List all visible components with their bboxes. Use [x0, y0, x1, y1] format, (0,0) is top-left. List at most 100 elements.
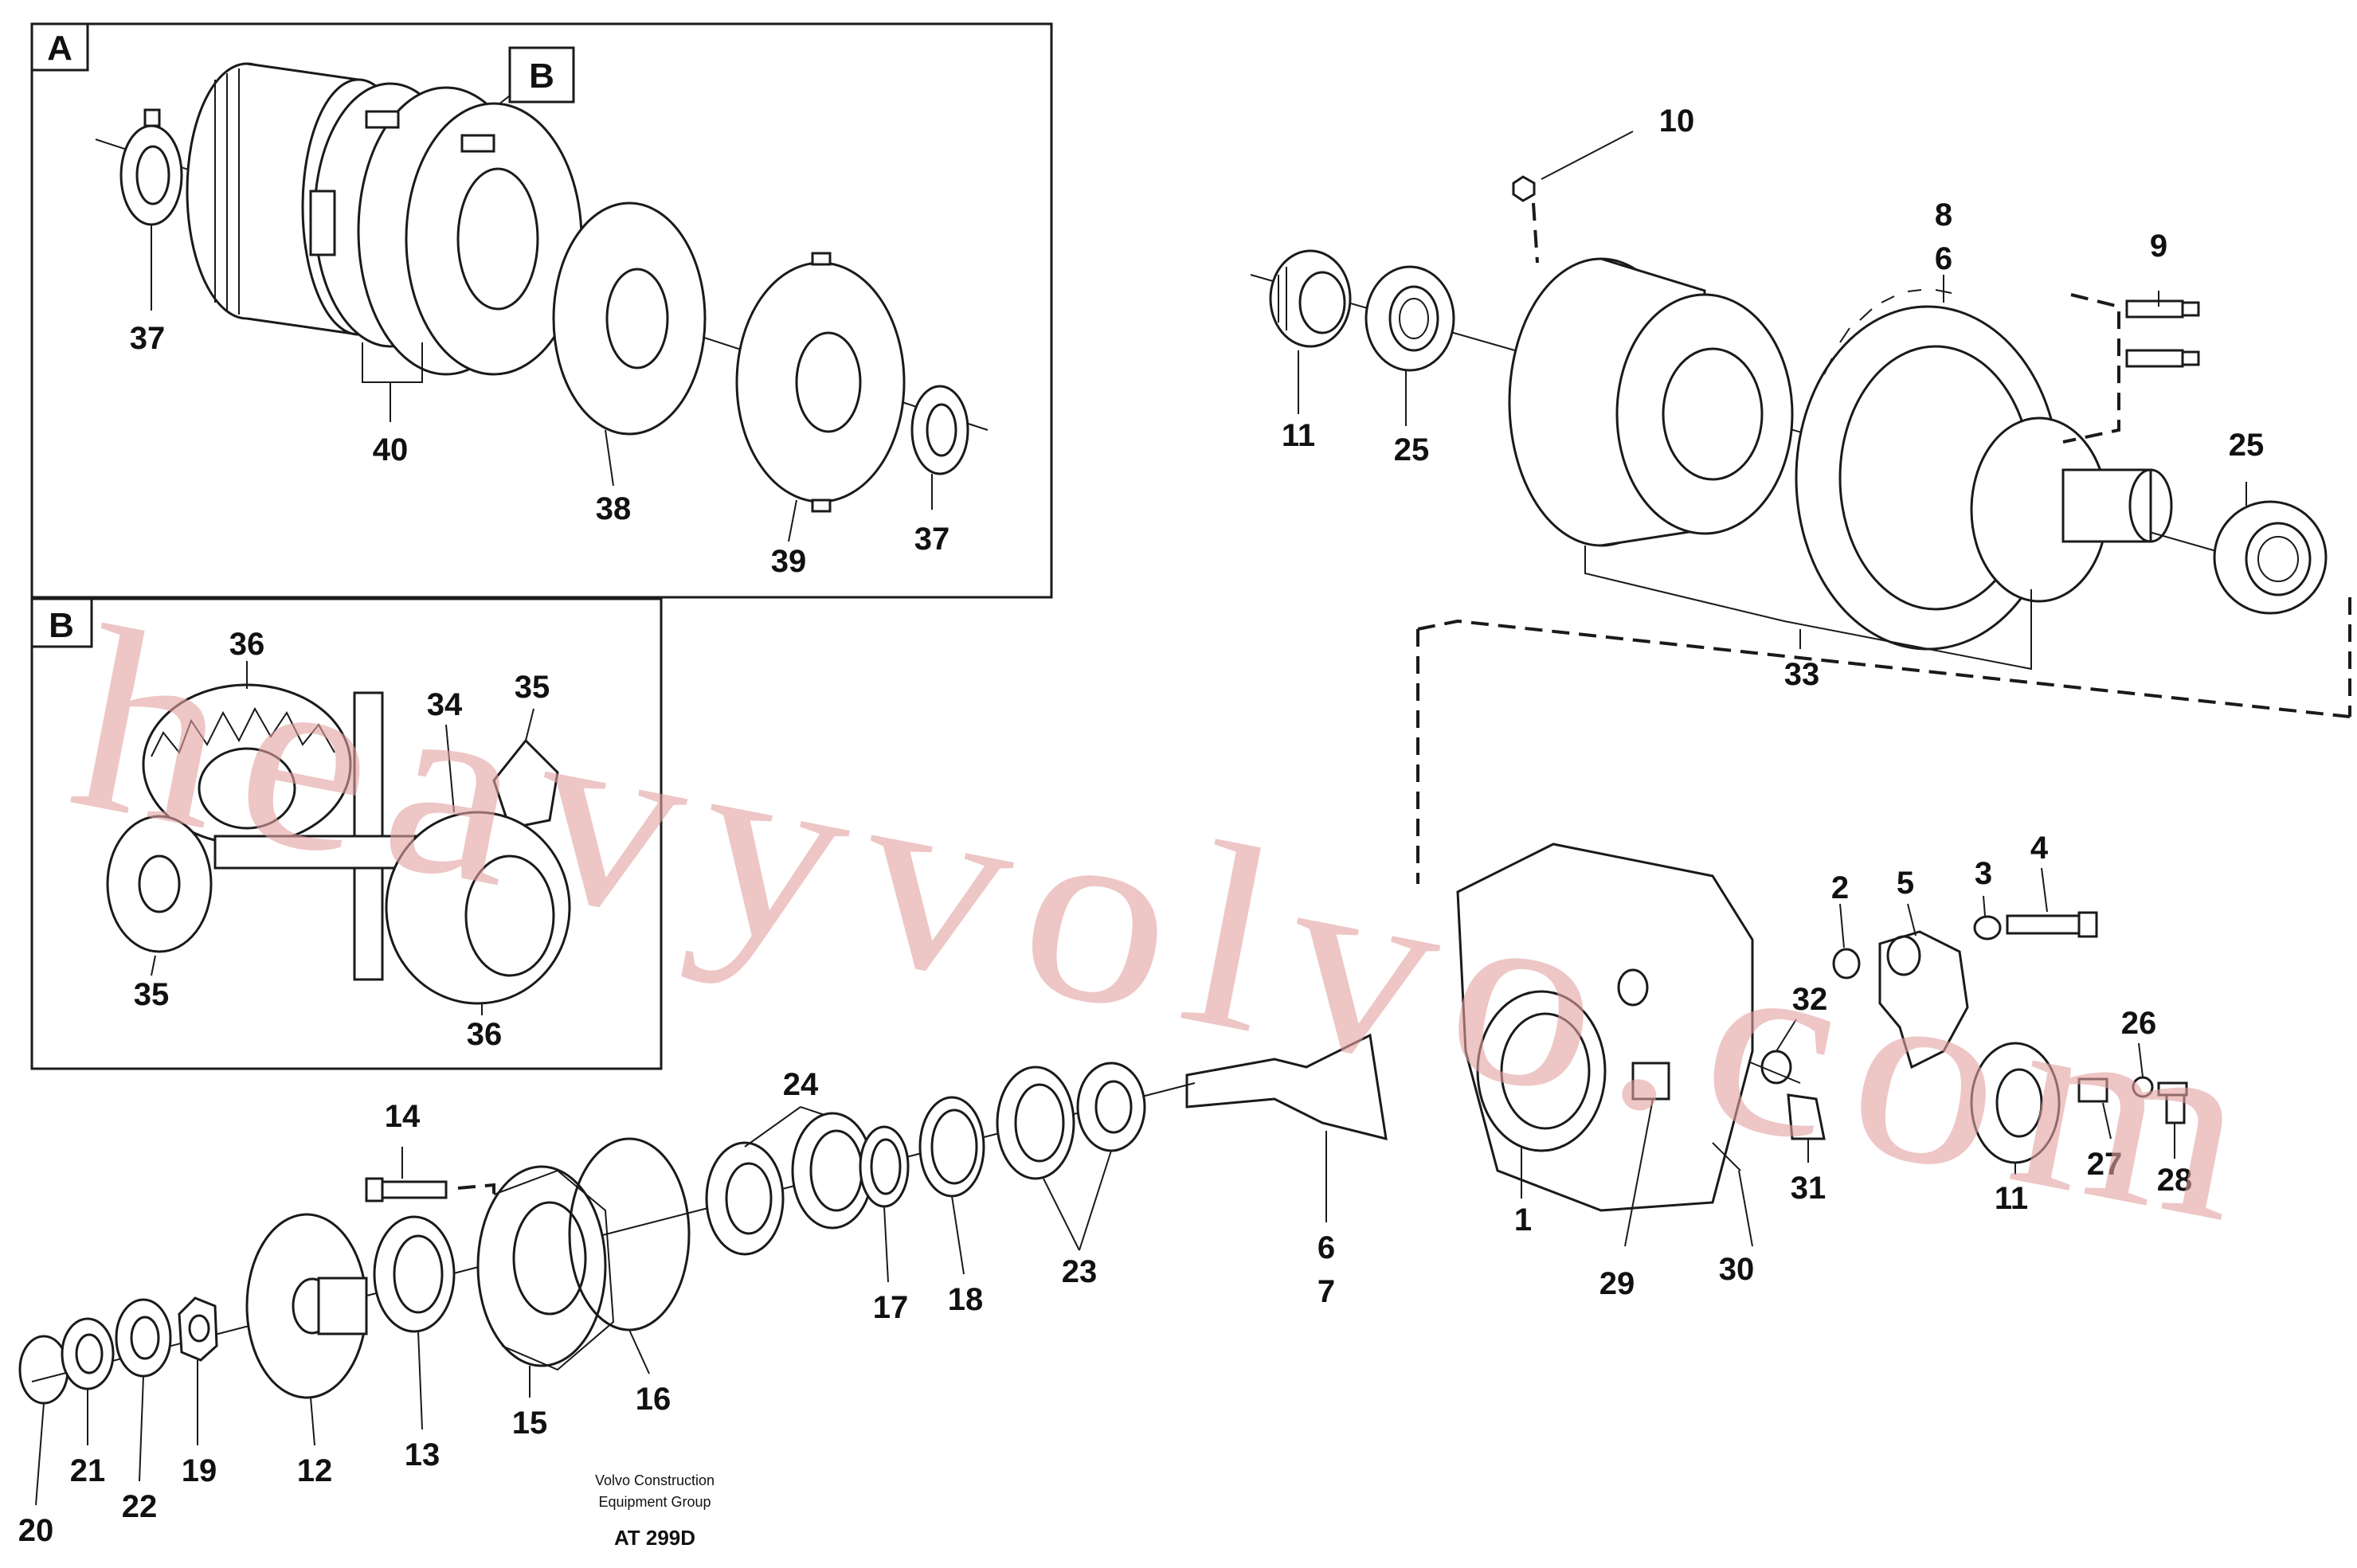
- bolt-4: [2006, 911, 2098, 938]
- label-1: 1: [1514, 1202, 1532, 1238]
- leader-12: [310, 1397, 315, 1446]
- label-13: 13: [405, 1437, 440, 1472]
- pinion-shaft-stack: 14 24 23 17 18 16 15 13 12 19 21 22 20: [18, 1062, 1196, 1548]
- leader-24b: [800, 1106, 825, 1116]
- pinion-housing-15: [476, 1165, 615, 1371]
- seal-13: [373, 1215, 456, 1333]
- nut-11-top: [1269, 249, 1352, 348]
- label-39: 39: [771, 544, 807, 579]
- leader-3: [1983, 895, 1986, 917]
- label-9: 9: [2150, 229, 2167, 264]
- label-5: 5: [1897, 866, 1914, 901]
- lock-plate-21: [61, 1317, 115, 1390]
- footer-line2: Equipment Group: [598, 1494, 711, 1510]
- leader-35b: [151, 955, 156, 976]
- inset-b-letter-box: [30, 597, 93, 648]
- circlip-20: [18, 1335, 69, 1405]
- bearing-cup-23: [996, 1066, 1075, 1180]
- thrust-washer-37-right: [910, 385, 969, 475]
- bearing-cone-23: [1076, 1062, 1146, 1152]
- lock-washer-22: [115, 1298, 172, 1378]
- shim-18: [918, 1096, 985, 1198]
- dashed-top: [1417, 619, 2351, 718]
- label-37a: 37: [130, 321, 166, 356]
- bolt-14: [365, 1177, 448, 1202]
- inset-a-callout-letter: B: [529, 57, 554, 96]
- label-40: 40: [373, 432, 409, 467]
- label-2: 2: [1831, 870, 1849, 905]
- pinion-6: [1185, 1033, 1388, 1141]
- inset-a: A B: [30, 22, 1053, 599]
- label-25a: 25: [1394, 432, 1430, 467]
- leader-32: [1776, 1019, 1797, 1052]
- leader-27: [2102, 1102, 2112, 1140]
- label-11a: 11: [1282, 418, 1315, 453]
- inset-a-letter-box: [30, 22, 89, 72]
- label-15: 15: [512, 1406, 548, 1441]
- inset-a-letter: A: [47, 29, 72, 68]
- footer-code: AT 299D: [614, 1526, 695, 1550]
- label-26: 26: [2121, 1006, 2157, 1041]
- label-32: 32: [1792, 982, 1828, 1017]
- label-4: 4: [2030, 831, 2049, 866]
- washer-3: [1973, 915, 2002, 940]
- leader-5: [1907, 903, 1917, 936]
- ring-17: [859, 1125, 910, 1208]
- leader-24a: [744, 1106, 801, 1148]
- pinion-gear-35-left: [106, 815, 213, 953]
- axle-housing-group: 1 29 30 6 7 2 5 3 4 32 31 26 27 28 11: [1185, 831, 2193, 1309]
- dashed-9: [2062, 293, 2120, 444]
- leader-30: [1738, 1170, 1753, 1247]
- label-37b: 37: [914, 522, 950, 557]
- sleeve-2: [1832, 948, 1861, 980]
- inset-b: B 36 34 35 35 36: [30, 597, 663, 1070]
- diff-housing-half: [1508, 257, 1794, 547]
- leader-39: [788, 499, 797, 542]
- leader-26: [2138, 1042, 2144, 1077]
- label-19: 19: [182, 1453, 217, 1488]
- leader-29: [1624, 1098, 1654, 1247]
- bearing-25-left: [1364, 265, 1455, 372]
- label-25b: 25: [2229, 428, 2265, 463]
- leader-4: [2041, 867, 2048, 913]
- leader-40: [362, 342, 423, 383]
- label-33: 33: [1784, 657, 1820, 692]
- nut-19: [178, 1296, 218, 1362]
- label-31: 31: [1791, 1171, 1826, 1206]
- label-20: 20: [18, 1513, 54, 1548]
- leader-18: [951, 1195, 965, 1275]
- footer-block: Volvo Construction Equipment Group AT 29…: [595, 1472, 715, 1550]
- clutch-housing-40: [309, 82, 583, 376]
- leader-34: [445, 724, 455, 813]
- leader-23a: [1043, 1178, 1080, 1251]
- leader-20: [35, 1402, 45, 1506]
- label-18: 18: [948, 1282, 984, 1317]
- leader-17: [883, 1206, 889, 1283]
- differential-assembly: 10 8 6 9 11 25 25 33: [1250, 104, 2351, 884]
- leader-13: [417, 1331, 423, 1430]
- inset-a-callout-box: [508, 46, 575, 104]
- label-34: 34: [427, 687, 463, 722]
- leader-23b: [1079, 1150, 1112, 1251]
- inset-b-frame: [30, 597, 663, 1070]
- label-17: 17: [873, 1290, 909, 1325]
- label-6a: 6: [1935, 241, 1952, 276]
- thrust-washer-37-left: [119, 108, 183, 226]
- inset-b-letter: B: [49, 606, 74, 645]
- label-38: 38: [596, 491, 632, 526]
- label-14: 14: [385, 1099, 421, 1134]
- label-35a: 35: [515, 670, 550, 705]
- label-16: 16: [636, 1382, 671, 1417]
- plug-31: [1787, 1093, 1826, 1140]
- adjuster-nut-11: [1970, 1042, 2061, 1164]
- label-28: 28: [2157, 1163, 2193, 1198]
- leader-35a: [525, 708, 534, 741]
- label-30: 30: [1719, 1252, 1755, 1287]
- label-22: 22: [122, 1489, 158, 1524]
- bolt-28: [2157, 1081, 2188, 1124]
- label-3: 3: [1975, 856, 1992, 891]
- lock-27: [2077, 1077, 2108, 1103]
- label-27: 27: [2087, 1147, 2123, 1182]
- screw-30: [1712, 1142, 1741, 1171]
